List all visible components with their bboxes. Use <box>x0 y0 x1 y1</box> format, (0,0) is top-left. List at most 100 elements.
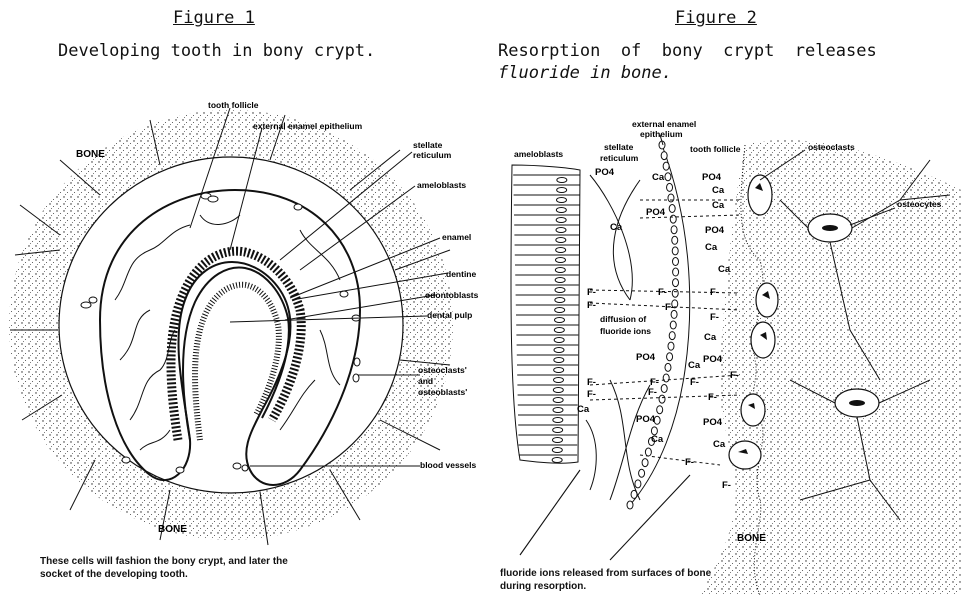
ion-ca-10: Ca <box>651 434 664 445</box>
fig2-epithelium-cells <box>627 141 679 509</box>
fig2-ameloblast-column <box>511 165 580 463</box>
ion-po4-4: PO4 <box>705 225 725 236</box>
dentine-label: dentine <box>446 269 476 279</box>
ion-f-15: F- <box>722 480 731 491</box>
epithelium-cell <box>669 332 675 340</box>
dental-pulp-label: dental pulp <box>427 310 472 320</box>
tooth-follicle-label: tooth follicle <box>208 100 259 110</box>
epithelium-cell <box>673 268 679 276</box>
ameloblast-nucleus <box>554 358 564 363</box>
ameloblast-nucleus <box>556 248 566 253</box>
ameloblast-nucleus <box>557 198 567 203</box>
epithelium-cell <box>670 321 676 329</box>
ameloblast-nucleus <box>554 328 564 333</box>
fig2-external-enamel-label-2: epithelium <box>640 129 683 139</box>
ameloblast-nucleus <box>555 318 565 323</box>
ion-ca-8: Ca <box>688 360 701 371</box>
ameloblast-nucleus <box>556 208 566 213</box>
ion-f-3: F- <box>658 287 667 298</box>
figure1-footnote: These cells will fashion the bony crypt,… <box>40 555 288 581</box>
epithelium-cell <box>669 205 675 213</box>
epithelium-cell <box>661 385 667 393</box>
epithelium-cell <box>663 162 669 170</box>
fig2-diffusion-label-2: fluoride ions <box>600 326 651 336</box>
figure2-footnote-line2: during resorption. <box>500 580 711 593</box>
epithelium-cell <box>672 289 678 297</box>
fig2-tooth-follicle-label: tooth follicle <box>690 144 741 154</box>
bone-top-label: BONE <box>76 149 105 160</box>
ion-f-5: F- <box>710 287 719 298</box>
fig2-ameloblasts-label: ameloblasts <box>514 149 563 159</box>
epithelium-cell <box>659 395 665 403</box>
ameloblast-nucleus <box>555 278 565 283</box>
fig2-external-enamel-label-1: external enamel <box>632 119 696 129</box>
figure1-diagram: BONE tooth follicle external enamel epit… <box>9 100 479 545</box>
reticulum-label: reticulum <box>413 150 452 160</box>
ameloblast-nucleus <box>553 438 563 443</box>
epithelium-cell <box>668 194 674 202</box>
bony-crypt-outline <box>59 157 403 493</box>
ion-ca-4: Ca <box>610 222 623 233</box>
figure2-footnote-line1: fluoride ions released from surfaces of … <box>500 567 711 580</box>
fig2-epithelium-line <box>630 145 690 505</box>
epithelium-cell <box>670 215 676 223</box>
bone-bottom-label: BONE <box>158 524 187 535</box>
ameloblast-nucleus <box>552 448 562 453</box>
ion-ca-5: Ca <box>705 242 718 253</box>
epithelium-cell <box>639 469 645 477</box>
external-enamel-epithelium-label: external enamel epithelium <box>253 121 363 131</box>
ion-f-2: F- <box>587 300 596 311</box>
ion-po4-7: PO4 <box>636 414 656 425</box>
epithelium-cell <box>668 342 674 350</box>
ameloblast-nucleus <box>552 458 562 463</box>
ameloblast-nucleus <box>553 398 563 403</box>
ameloblast-nucleus <box>557 188 567 193</box>
ion-f-4: F- <box>665 302 674 313</box>
ion-f-7: F- <box>587 377 596 388</box>
ameloblast-nucleus <box>554 378 564 383</box>
epithelium-cell <box>642 459 648 467</box>
ameloblast-nucleus <box>556 258 566 263</box>
epithelium-cell <box>635 480 641 488</box>
ameloblast-nucleus <box>555 308 565 313</box>
enamel-label: enamel <box>442 232 471 242</box>
fig2-osteoclasts-label: osteoclasts <box>808 142 855 152</box>
ameloblast-nucleus <box>553 408 563 413</box>
ameloblast-nucleus <box>553 388 563 393</box>
figure2-footnote: fluoride ions released from surfaces of … <box>500 567 711 593</box>
figure1-footnote-line1: These cells will fashion the bony crypt,… <box>40 555 288 568</box>
ion-f-12: F- <box>730 370 739 381</box>
ion-po4-6: PO4 <box>636 352 656 363</box>
epithelium-cell <box>667 183 673 191</box>
ion-ca-7: Ca <box>704 332 717 343</box>
ion-f-8: F- <box>587 389 596 400</box>
epithelium-cell <box>665 173 671 181</box>
fig2-bone-label: BONE <box>737 533 766 544</box>
epithelium-cell <box>645 448 651 456</box>
ion-f-11: F- <box>690 377 699 388</box>
osteoclasts-label-2: and <box>418 376 433 386</box>
fig2-diffusion-label-1: diffusion of <box>600 314 646 324</box>
epithelium-cell <box>657 406 663 414</box>
odontoblasts-label: odontoblasts <box>425 290 479 300</box>
ameloblast-nucleus <box>556 218 566 223</box>
ion-f-6: F- <box>710 312 719 323</box>
epithelium-cell <box>663 374 669 382</box>
ameloblast-nucleus <box>554 368 564 373</box>
epithelium-cell <box>671 226 677 234</box>
ion-f-13: F- <box>708 392 717 403</box>
ion-f-1: F- <box>587 287 596 298</box>
ameloblast-nucleus <box>556 228 566 233</box>
ameloblast-nucleus <box>555 268 565 273</box>
blood-vessels-label: blood vessels <box>420 460 476 470</box>
osteoclasts-label-3: osteoblasts' <box>418 387 467 397</box>
ion-ca-6: Ca <box>718 264 731 275</box>
ameloblast-nucleus <box>555 288 565 293</box>
ameloblast-nucleus <box>557 178 567 183</box>
fig2-stellate-label-2: reticulum <box>600 153 639 163</box>
epithelium-cell <box>673 279 679 287</box>
ion-po4-8: PO4 <box>703 417 723 428</box>
ameloblast-nucleus <box>556 238 566 243</box>
